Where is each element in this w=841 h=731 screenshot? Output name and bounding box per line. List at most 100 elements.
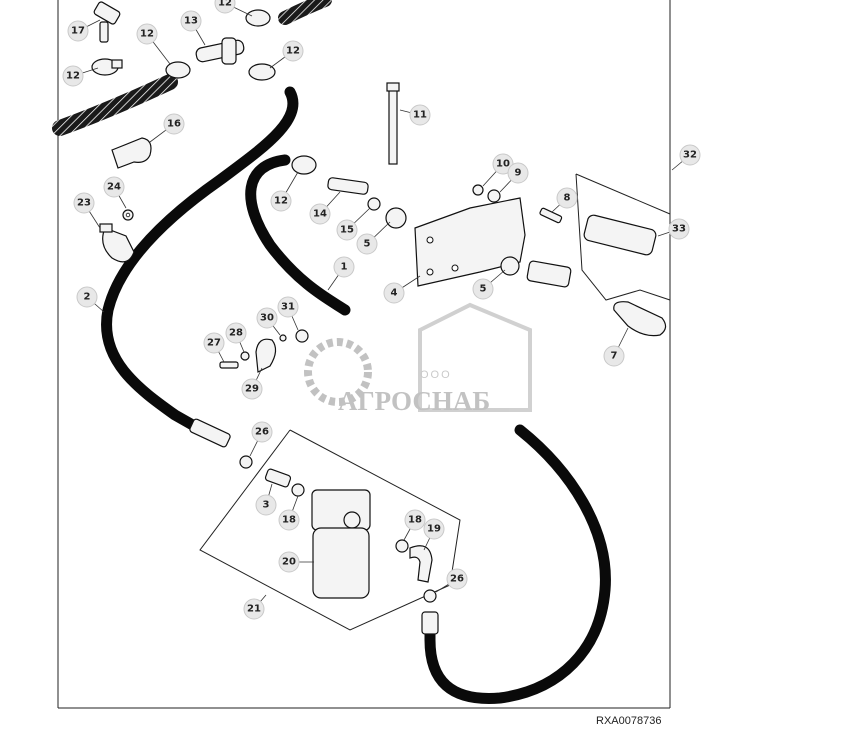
callout-bubble [356, 233, 378, 255]
callout-24: 24 [103, 176, 127, 209]
wire-harness [52, 0, 332, 136]
callout-12: 12 [136, 23, 171, 65]
callout-bubble [556, 187, 578, 209]
watermark-gear-icon [304, 338, 372, 406]
coupler-right [526, 260, 572, 288]
washer-30 [279, 334, 287, 342]
callout-bubble [507, 162, 529, 184]
callout-label: 12 [140, 29, 154, 40]
callout-label: 3 [263, 500, 270, 511]
o-ring-18-right [395, 539, 409, 553]
fitting-3 [264, 468, 292, 488]
callout-bubble [472, 278, 494, 300]
callout-14: 14 [309, 191, 341, 225]
callout-bubble [225, 322, 247, 344]
callout-31: 31 [277, 296, 299, 331]
callout-label: 33 [672, 224, 686, 235]
hose-1 [245, 154, 611, 704]
callout-label: 7 [611, 351, 618, 362]
clamp-29 [255, 338, 277, 373]
callout-8: 8 [551, 187, 578, 213]
callout-bubble [76, 286, 98, 308]
clip-16 [111, 137, 152, 169]
filter-20 [312, 527, 370, 599]
callout-label: 23 [77, 198, 91, 209]
callout-label: 1 [341, 262, 348, 273]
o-ring-26-right [423, 589, 437, 603]
callout-label: 5 [364, 239, 371, 250]
callout-label: 8 [564, 193, 571, 204]
callout-bubble [163, 113, 185, 135]
callout-21: 21 [243, 594, 267, 620]
callout-bubble [668, 218, 690, 240]
callout-bubble [409, 104, 431, 126]
callout-29: 29 [241, 367, 263, 400]
callout-label: 18 [408, 515, 422, 526]
elbow-fitting-17 [93, 1, 121, 43]
tee-fitting-13 [195, 37, 245, 65]
callout-label: 12 [66, 71, 80, 82]
callout-28: 28 [225, 322, 247, 353]
o-ring-15 [367, 197, 381, 211]
callout-bubble [282, 40, 304, 62]
callout-label: 18 [282, 515, 296, 526]
callout-27: 27 [203, 332, 225, 363]
callout-20: 20 [278, 551, 314, 573]
callout-30: 30 [256, 307, 281, 336]
connector-32-frame [575, 173, 671, 301]
callout-label: 9 [515, 168, 522, 179]
hose-clamp-12-top [245, 9, 271, 27]
callout-label: 31 [281, 302, 295, 313]
callout-bubble [270, 190, 292, 212]
washer-28 [240, 351, 250, 361]
callout-label: 21 [247, 604, 261, 615]
callout-17: 17 [67, 19, 101, 42]
snap-ring-5-left [385, 207, 407, 229]
callout-bubble [603, 345, 625, 367]
hose-clamp-12-mid [165, 61, 191, 79]
callout-bubble [309, 203, 331, 225]
callout-label: 12 [286, 46, 300, 57]
screw-27 [219, 361, 239, 369]
elbow-19 [409, 545, 433, 583]
callout-33: 33 [657, 218, 690, 240]
hose-clamp-12-lower [291, 155, 317, 175]
callout-bubble [336, 219, 358, 241]
hose-clamp-12-left [91, 58, 123, 76]
callout-16: 16 [149, 113, 185, 143]
callout-11: 11 [399, 104, 431, 126]
washer-24 [122, 209, 134, 221]
callout-bubble [203, 332, 225, 354]
callout-bubble [256, 307, 278, 329]
callout-label: 2 [84, 292, 91, 303]
bracket-4 [414, 197, 526, 287]
o-ring-26-left [239, 455, 253, 469]
callout-5: 5 [472, 269, 506, 300]
callout-bubble [278, 551, 300, 573]
o-ring-18-left [291, 483, 305, 497]
callout-bubble [333, 256, 355, 278]
callout-12: 12 [62, 65, 99, 87]
callout-bubble [278, 509, 300, 531]
callout-label: 26 [450, 574, 464, 585]
callout-32: 32 [671, 144, 701, 171]
callout-3: 3 [255, 483, 277, 516]
callout-26: 26 [435, 568, 468, 593]
callout-1: 1 [327, 256, 355, 291]
callout-bubble [241, 378, 263, 400]
bolt-8 [539, 207, 563, 224]
callout-bubble [423, 518, 445, 540]
callout-label: 19 [427, 524, 441, 535]
callout-bubble [103, 176, 125, 198]
callout-18: 18 [278, 495, 300, 531]
o-ring-31 [295, 329, 309, 343]
callout-label: 30 [260, 313, 274, 324]
callout-9: 9 [499, 162, 529, 193]
callout-label: 32 [683, 150, 697, 161]
rod-11 [386, 82, 400, 165]
callout-13: 13 [180, 10, 206, 46]
hose-clamp-12-right [248, 63, 276, 81]
dust-cap-7 [613, 301, 667, 337]
hose-2 [101, 86, 299, 448]
